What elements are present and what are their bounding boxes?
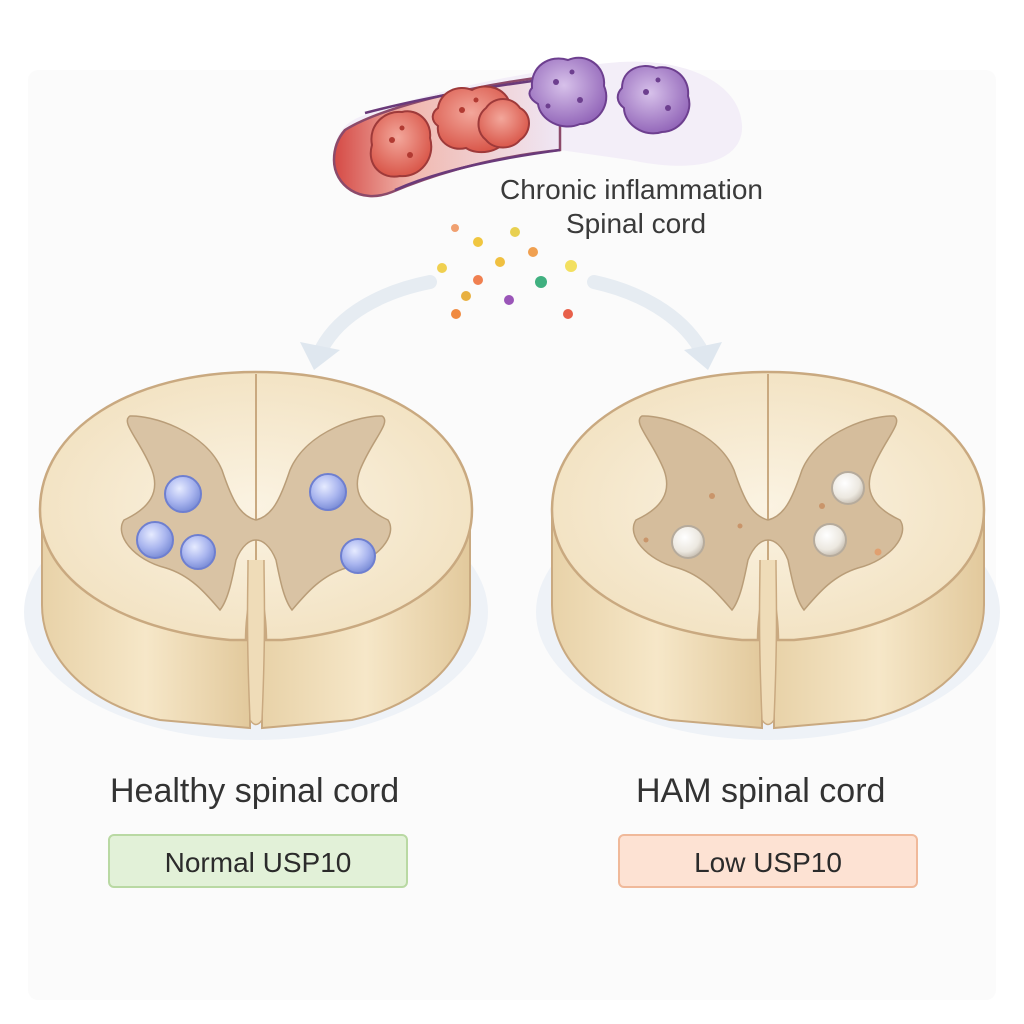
ham-spinal-cord [536, 370, 1000, 740]
t-cell [477, 98, 530, 149]
macrophage [616, 65, 691, 135]
cytokine-dot [451, 224, 459, 232]
cytokine-dots [437, 224, 577, 319]
cytokine-dot [504, 295, 514, 305]
healthy-spinal-cord [24, 370, 488, 740]
background-panel [28, 70, 996, 1000]
cytokine-dot [535, 276, 547, 288]
header-line-2: Spinal cord [566, 208, 707, 239]
usp10-positive-neuron-icon [136, 473, 376, 574]
header-line-1: Chronic inflammation [500, 174, 763, 205]
cytokine-dot [565, 260, 577, 272]
arrow-to-healthy-cord [300, 275, 437, 370]
normal-usp10-badge: Normal USP10 [108, 834, 408, 888]
cytokine-dot [461, 291, 471, 301]
low-usp10-badge: Low USP10 [618, 834, 918, 888]
depleted-neuron-icon [671, 471, 865, 559]
lesion-spots [643, 493, 882, 556]
cytokine-dot [563, 309, 573, 319]
t-cell [369, 110, 433, 178]
cytokine-dot [451, 309, 461, 319]
cytokine-dot [495, 257, 505, 267]
gray-matter [632, 415, 904, 612]
arrow-to-ham-cord [587, 275, 722, 370]
macrophage [528, 56, 608, 128]
cytokine-dot [437, 263, 447, 273]
cytokine-dot [528, 247, 538, 257]
caption-healthy-spinal-cord: Healthy spinal cord [110, 772, 400, 810]
cytokine-dot [510, 227, 520, 237]
caption-ham-spinal-cord: HAM spinal cord [636, 772, 886, 810]
cytokine-dot [473, 275, 483, 285]
cytokine-dot [473, 237, 483, 247]
